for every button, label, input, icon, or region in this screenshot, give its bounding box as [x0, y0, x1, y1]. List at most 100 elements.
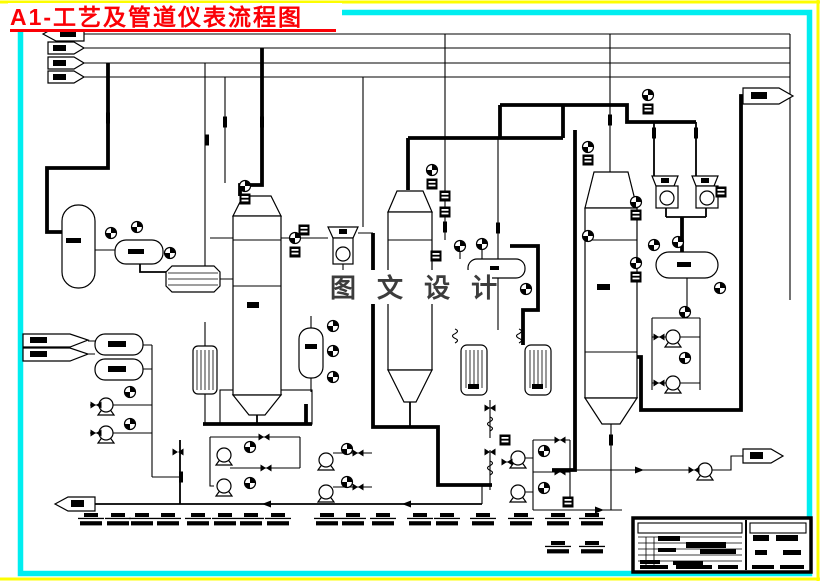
cyan-frame-border — [17, 9, 813, 577]
instrument-bubble — [123, 385, 137, 399]
stream-flag-bottom-out — [53, 496, 96, 512]
equipment-tag-label — [545, 541, 571, 554]
equipment-tag-label — [129, 513, 155, 526]
instrument-bubble — [326, 319, 340, 333]
barometric-condenser-1 — [327, 226, 359, 265]
instrument-bubble — [238, 179, 252, 193]
instrument-bubble — [243, 440, 257, 454]
instrument-bubble — [629, 256, 643, 270]
valve-symbol — [653, 379, 665, 387]
pump-symbol — [317, 484, 335, 503]
instrument-tag — [715, 186, 727, 198]
feed-tank-2 — [94, 358, 144, 381]
instrument-tag — [426, 178, 438, 190]
instrument-bubble — [629, 195, 643, 209]
page-title: A1-工艺及管道仪表流程图 — [10, 4, 303, 30]
equipment-tag-label — [155, 513, 181, 526]
equipment-tag-label — [407, 513, 433, 526]
valve-symbol — [653, 333, 665, 341]
heat-exchanger-horizontal — [165, 265, 221, 293]
instrument-bubble — [581, 229, 595, 243]
distillation-column-1 — [231, 195, 283, 416]
instrument-bubble — [537, 444, 551, 458]
equipment-tag-label — [579, 513, 605, 526]
instrument-tag — [582, 154, 594, 166]
equipment-tag-label — [470, 513, 496, 526]
inline-fitting — [652, 127, 656, 139]
equipment-tag-label — [508, 513, 534, 526]
instrument-tag — [239, 193, 251, 205]
stream-flag-in-2 — [47, 41, 86, 55]
instrument-bubble — [123, 417, 137, 431]
instrument-bubble — [475, 237, 489, 251]
instrument-bubble — [243, 476, 257, 490]
equipment-tag-label — [314, 513, 340, 526]
instrument-bubble — [641, 88, 655, 102]
stream-flag-in-3 — [47, 56, 86, 70]
instrument-bubble — [104, 226, 118, 240]
expansion-loop — [515, 328, 523, 344]
barometric-condenser-2 — [651, 175, 679, 209]
pump-symbol — [664, 329, 682, 348]
instrument-bubble — [326, 344, 340, 358]
instrument-bubble — [537, 481, 551, 495]
title-background — [8, 3, 342, 31]
instrument-bubble — [163, 246, 177, 260]
reflux-drum-1 — [114, 239, 164, 265]
barometric-condenser-3 — [691, 175, 719, 209]
feed-tank-1 — [94, 333, 144, 356]
valve-symbol — [258, 433, 270, 441]
pump-symbol — [215, 447, 233, 466]
watermark: 图 文 设 计 — [296, 270, 503, 304]
stream-flag-in-4 — [47, 70, 86, 84]
equipment-tag-label — [238, 513, 264, 526]
valve-symbol — [352, 449, 364, 457]
watermark-background — [296, 270, 492, 304]
instrument-bubble — [713, 281, 727, 295]
equipment-tag-label — [78, 513, 104, 526]
inline-fitting — [106, 112, 110, 124]
equipment-tag-label — [105, 513, 131, 526]
stream-flag-feed-2 — [22, 347, 90, 362]
reboiler-exchanger-center-1 — [460, 344, 488, 396]
flow-arrow — [402, 500, 411, 508]
inline-fitting — [608, 114, 612, 126]
valve-symbol — [554, 436, 566, 444]
equipment-tag-label — [212, 513, 238, 526]
inline-fitting — [260, 116, 264, 128]
instrument-tag — [630, 209, 642, 221]
title-underline — [10, 29, 336, 32]
drawing-title: A1-工艺及管道仪表流程图 — [8, 3, 342, 32]
instrument-bubble — [453, 239, 467, 253]
title-block — [631, 516, 813, 574]
stream-flag-feed-1 — [22, 333, 90, 348]
small-vertical-vessel — [298, 327, 324, 379]
reboiler-exchanger-left — [192, 345, 218, 395]
flow-arrow — [595, 506, 604, 514]
stream-flag-right-top — [742, 87, 795, 105]
equipment-tag-label — [340, 513, 366, 526]
equipment-tag-label — [579, 541, 605, 554]
flow-arrow — [262, 500, 271, 508]
inline-fitting — [443, 221, 447, 233]
distillation-column-3 — [583, 171, 639, 425]
equipment-tag-label — [545, 513, 571, 526]
valve-symbol — [352, 483, 364, 491]
instrument-tag — [499, 434, 511, 446]
inline-fitting — [496, 222, 500, 234]
reboiler-exchanger-center-2 — [524, 344, 552, 396]
pump-symbol — [215, 478, 233, 497]
equipment-tag-row — [78, 513, 605, 554]
equipment-tag-label — [185, 513, 211, 526]
instrument-tag — [630, 271, 642, 283]
inline-fitting — [694, 127, 698, 139]
instrument-bubble — [647, 238, 661, 252]
flow-arrow — [635, 466, 644, 474]
instrument-tag — [562, 496, 574, 508]
instrument-bubble — [326, 370, 340, 384]
watermark-text: 图 文 设 计 — [330, 273, 503, 304]
inline-fitting — [609, 434, 613, 446]
equipment-tag-label — [265, 513, 291, 526]
